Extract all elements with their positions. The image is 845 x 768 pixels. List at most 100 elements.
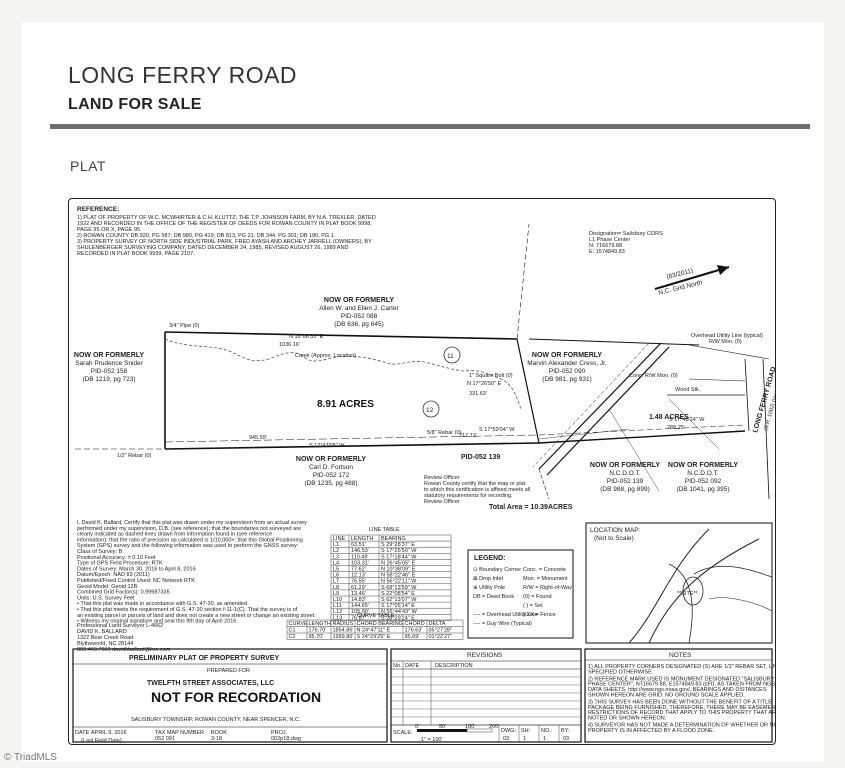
line-table-cell: S 17°18'44" W — [381, 554, 417, 560]
review-officer-line: Review Officer — [424, 475, 460, 481]
owner-ncdot2-line: NOW OR FORMERLY — [668, 462, 738, 469]
line-table-cell: S 68°13'59" W — [381, 585, 417, 591]
owner-fortson-line: PID-052 172 — [313, 472, 350, 479]
review-officer-line: to which this certification is affixed m… — [424, 487, 530, 493]
certification-line: • Witness my original signature and seal… — [77, 619, 238, 625]
location-map-sub: (Not to Scale) — [594, 535, 634, 542]
pid-small: PID-052 139 — [461, 454, 500, 461]
scale-tick: 200' — [489, 724, 499, 730]
reference-line: PAGE 95 OR X, PAGE 95. — [77, 227, 142, 233]
title-block: PRELIMINARY PLAT OF PROPERTY SURVEY PREP… — [72, 648, 388, 744]
legend-box — [467, 549, 574, 639]
location-map-site: **SITE** — [677, 591, 699, 597]
owner-snider-line: (DB 1219, pg 723) — [82, 376, 135, 383]
notes-items: 1) ALL PROPERTY CORNERS DESIGNATED (S) A… — [588, 664, 775, 734]
line-table-cell: 63.51' — [351, 542, 366, 548]
title-heading: PRELIMINARY PLAT OF PROPERTY SURVEY — [129, 655, 279, 662]
note-item: 4) SURVEYOR HAS NOT MADE A DETERMINATION… — [588, 723, 775, 734]
curve-table-cell: N 24°47'11" E — [357, 628, 391, 634]
certification-line: • That this plat meets the requirement o… — [77, 607, 298, 613]
total-area: Total Area = 10.39ACRES — [489, 504, 573, 511]
line-table-cell: 14.83' — [351, 597, 366, 603]
title-field-value: 002p18.dwg — [271, 736, 301, 742]
line-table-cell: L9 — [333, 591, 339, 597]
certification-line: Class of Survey: B — [77, 549, 123, 555]
scale-tick: 100' — [465, 724, 475, 730]
surveyor-line: Blytheworld, NC 28144 — [77, 641, 133, 647]
owner-snider-line: Sarah Prudence Snider — [75, 360, 143, 367]
marker-11: 11 — [447, 353, 454, 360]
line-table-cell: N 55°44'43" W — [381, 609, 418, 615]
monument-label: R/W Mon. (0) — [709, 339, 742, 345]
bearing-label: 288.25' — [667, 425, 685, 431]
title-field-label: DATE — [75, 730, 90, 736]
title-field-value: 052 091 — [155, 736, 175, 742]
boundary-lines — [75, 223, 770, 500]
monument-label: 5/8" Rebar (0) — [427, 430, 462, 436]
monument-label: 1/2" Rebar (0) — [117, 453, 152, 459]
line-table-header: LINE — [333, 536, 346, 542]
certification-line: System (GPS) survey and the following in… — [77, 543, 299, 549]
designation-line: N: 716679.88 — [589, 243, 622, 249]
marker-circle-12 — [422, 400, 440, 418]
certification-line: Geoid Model: Geoid 12B — [77, 584, 138, 590]
notes-block: NOTES 1) ALL PROPERTY CORNERS DESIGNATED… — [584, 648, 775, 743]
line-table-cell: L2 — [333, 548, 339, 554]
reference-line: 3) PROPERTY SURVEY OF NORTH SIDE INDUSTR… — [77, 239, 372, 245]
legend-item: (0) = Found — [523, 594, 552, 600]
legend-item: ---- = Guy Wire (Typical) — [473, 621, 532, 627]
line-table-cell: S 17°05'14" E — [381, 603, 415, 609]
note-item: 3) THIS SURVEY HAS BEEN DONE WITHOUT THE… — [588, 699, 775, 721]
line-table-cell: 110.49' — [351, 554, 368, 560]
section-heading: PLAT — [70, 158, 106, 174]
curve-table-cell: S 24°29'25" E — [357, 634, 391, 640]
owner-cress-line: PID-052 090 — [549, 368, 586, 375]
line-table-cell: L7 — [333, 579, 339, 585]
bearing-label: 217.13' — [459, 433, 477, 439]
sheet-field-value: 1 — [543, 736, 546, 742]
surveyor-certification: I, David K. Ballard, Certify that this p… — [77, 520, 316, 625]
line-table-cell: 77.62' — [351, 567, 366, 573]
note-item: 1) ALL PROPERTY CORNERS DESIGNATED (S) A… — [588, 664, 775, 675]
marker-12: 12 — [426, 407, 434, 414]
curve-table-cell: 05°27'28" — [429, 628, 453, 634]
certification-line: Published/Fixed Control Used: NC Network… — [77, 578, 195, 584]
watermark: © TriadMLS — [4, 752, 57, 763]
line-table-cell: L1 — [333, 542, 339, 548]
owner-ncdot1-line: N.C.D.O.T. — [609, 470, 641, 477]
owner-ncdot1-line: NOW OR FORMERLY — [590, 462, 660, 469]
owner-snider-line: PID-052 158 — [91, 368, 128, 375]
creek-line — [164, 338, 522, 410]
certification-line: clearly indicated as dashed lines drawn … — [77, 532, 272, 538]
scale-label: SCALE: — [393, 730, 413, 736]
line-table-cell: L8 — [333, 585, 339, 591]
curve-table-header: LENGTH — [309, 621, 331, 627]
sheet-field-label: SH: — [521, 728, 531, 734]
curve-table-cell: C1 — [289, 628, 296, 634]
legend-item: Conc. = Concrete — [523, 567, 566, 573]
line-table-cell: 12.13' — [351, 573, 366, 579]
line-table-cell: N 58°22'46" E — [381, 573, 416, 579]
revisions-rows — [391, 676, 581, 726]
scale-ticks: 0'50'100'200' — [415, 724, 499, 730]
curve-table-header: DELTA — [429, 621, 446, 627]
title-field-label: PROJ. — [271, 730, 288, 736]
monument-label: 3/4" Pipe (0) — [169, 323, 200, 329]
owner-carter-line: (DB 636, pg 645) — [334, 321, 384, 328]
page-subtitle: LAND FOR SALE — [68, 96, 202, 113]
curve-table-header: CHORD — [405, 621, 425, 627]
bearing-label: S 17°48'24" W — [669, 417, 705, 423]
curve-table-cell: 95.69' — [405, 634, 420, 640]
owner-cress-line: NOW OR FORMERLY — [532, 352, 602, 359]
monument-label: Conc. R/W Mon. (0) — [629, 373, 678, 379]
scale-value: 1" = 100' — [421, 737, 443, 743]
curve-table-header: CURVE — [289, 621, 308, 627]
owner-ncdot2-line: N.C.D.O.T. — [687, 470, 719, 477]
line-table-cell: 144.65' — [351, 603, 369, 609]
